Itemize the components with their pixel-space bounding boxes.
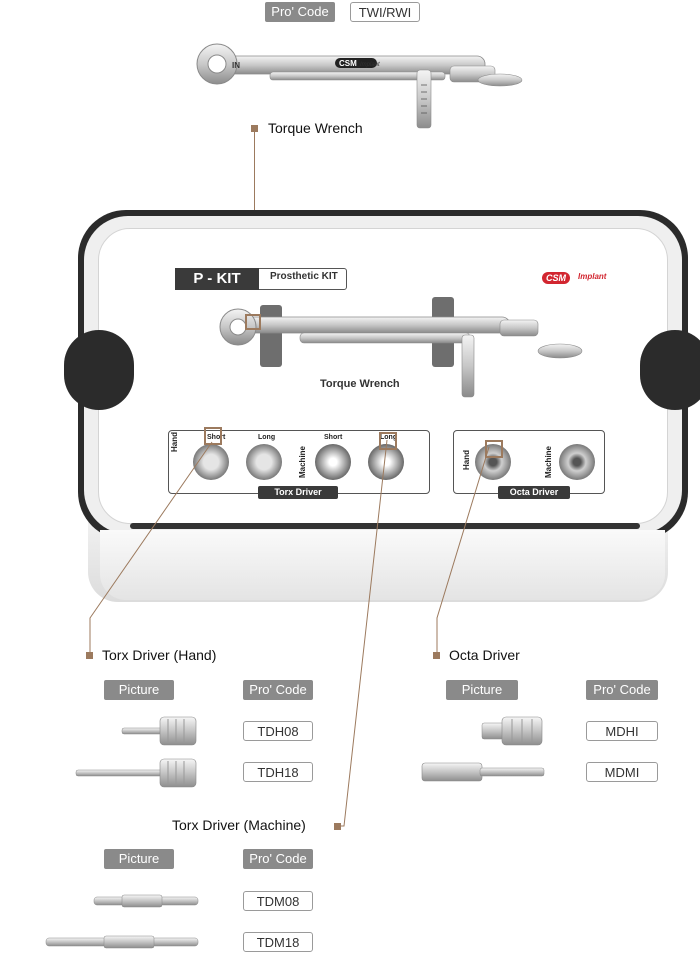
octa-driver-panel-label: Octa Driver	[498, 486, 570, 499]
code-mdmi: MDMI	[586, 762, 658, 782]
mdhi-image	[481, 716, 543, 746]
bullet-torque-wrench	[251, 125, 258, 132]
callout-octa: Octa Driver	[449, 647, 520, 663]
octa-procode-header: Pro' Code	[586, 680, 658, 700]
kit-box-front	[100, 530, 665, 600]
code-mdhi: MDHI	[586, 721, 658, 741]
torx-machine-picture-header: Picture	[104, 849, 174, 869]
svg-text:IN: IN	[232, 61, 240, 70]
kit-brand-suffix: Implant	[578, 272, 607, 281]
procode-header-top: Pro' Code	[265, 2, 335, 22]
torx-driver-panel-label: Torx Driver	[258, 486, 338, 499]
bullet-torx-machine	[334, 823, 341, 830]
socket-octa-machine	[559, 444, 595, 480]
torx-long-label-2: Long	[380, 434, 398, 441]
octa-picture-header: Picture	[446, 680, 518, 700]
torx-short-label-1: Short	[207, 434, 226, 441]
kit-brand-logo: CSM	[542, 272, 570, 284]
torx-machine-procode-header: Pro' Code	[243, 849, 313, 869]
code-tdm08: TDM08	[243, 891, 313, 911]
marker-octa	[485, 440, 503, 458]
torque-wrench-image: IN CSM Implant	[196, 43, 523, 129]
mdmi-image	[421, 762, 545, 782]
socket-torx-machine-short	[315, 444, 351, 480]
code-tdm18: TDM18	[243, 932, 313, 952]
svg-text:Torque Wrench: Torque Wrench	[320, 378, 400, 390]
kit-side-cutout-right	[640, 330, 700, 410]
marker-torx-machine	[379, 432, 397, 450]
kit-bottom-bar	[130, 523, 640, 529]
bullet-torx-hand	[86, 652, 93, 659]
tdh18-image	[75, 758, 197, 788]
kit-side-cutout-left	[64, 330, 134, 410]
tdm18-image	[45, 935, 199, 949]
bullet-octa	[433, 652, 440, 659]
procode-value-top: TWI/RWI	[350, 2, 420, 22]
callout-torx-hand: Torx Driver (Hand)	[102, 647, 217, 663]
torx-hand-picture-header: Picture	[104, 680, 174, 700]
code-tdh18: TDH18	[243, 762, 313, 782]
kit-subtitle: Prosthetic KIT	[270, 271, 338, 282]
marker-torx-hand	[204, 427, 222, 445]
svg-text:CSM: CSM	[339, 59, 357, 68]
torx-short-label-2: Short	[324, 434, 343, 441]
callout-torque-wrench: Torque Wrench	[268, 120, 363, 136]
socket-torx-hand-long	[246, 444, 282, 480]
callout-torx-machine: Torx Driver (Machine)	[172, 817, 306, 833]
kit-title: P - KIT	[175, 268, 259, 290]
socket-torx-hand-short	[193, 444, 229, 480]
torx-hand-procode-header: Pro' Code	[243, 680, 313, 700]
code-tdh08: TDH08	[243, 721, 313, 741]
kit-torque-wrench-image: Torque Wrench	[219, 297, 583, 398]
tdm08-image	[93, 894, 199, 908]
torx-long-label-1: Long	[258, 434, 276, 441]
svg-text:Implant: Implant	[360, 62, 380, 68]
tdh08-image	[121, 716, 197, 746]
